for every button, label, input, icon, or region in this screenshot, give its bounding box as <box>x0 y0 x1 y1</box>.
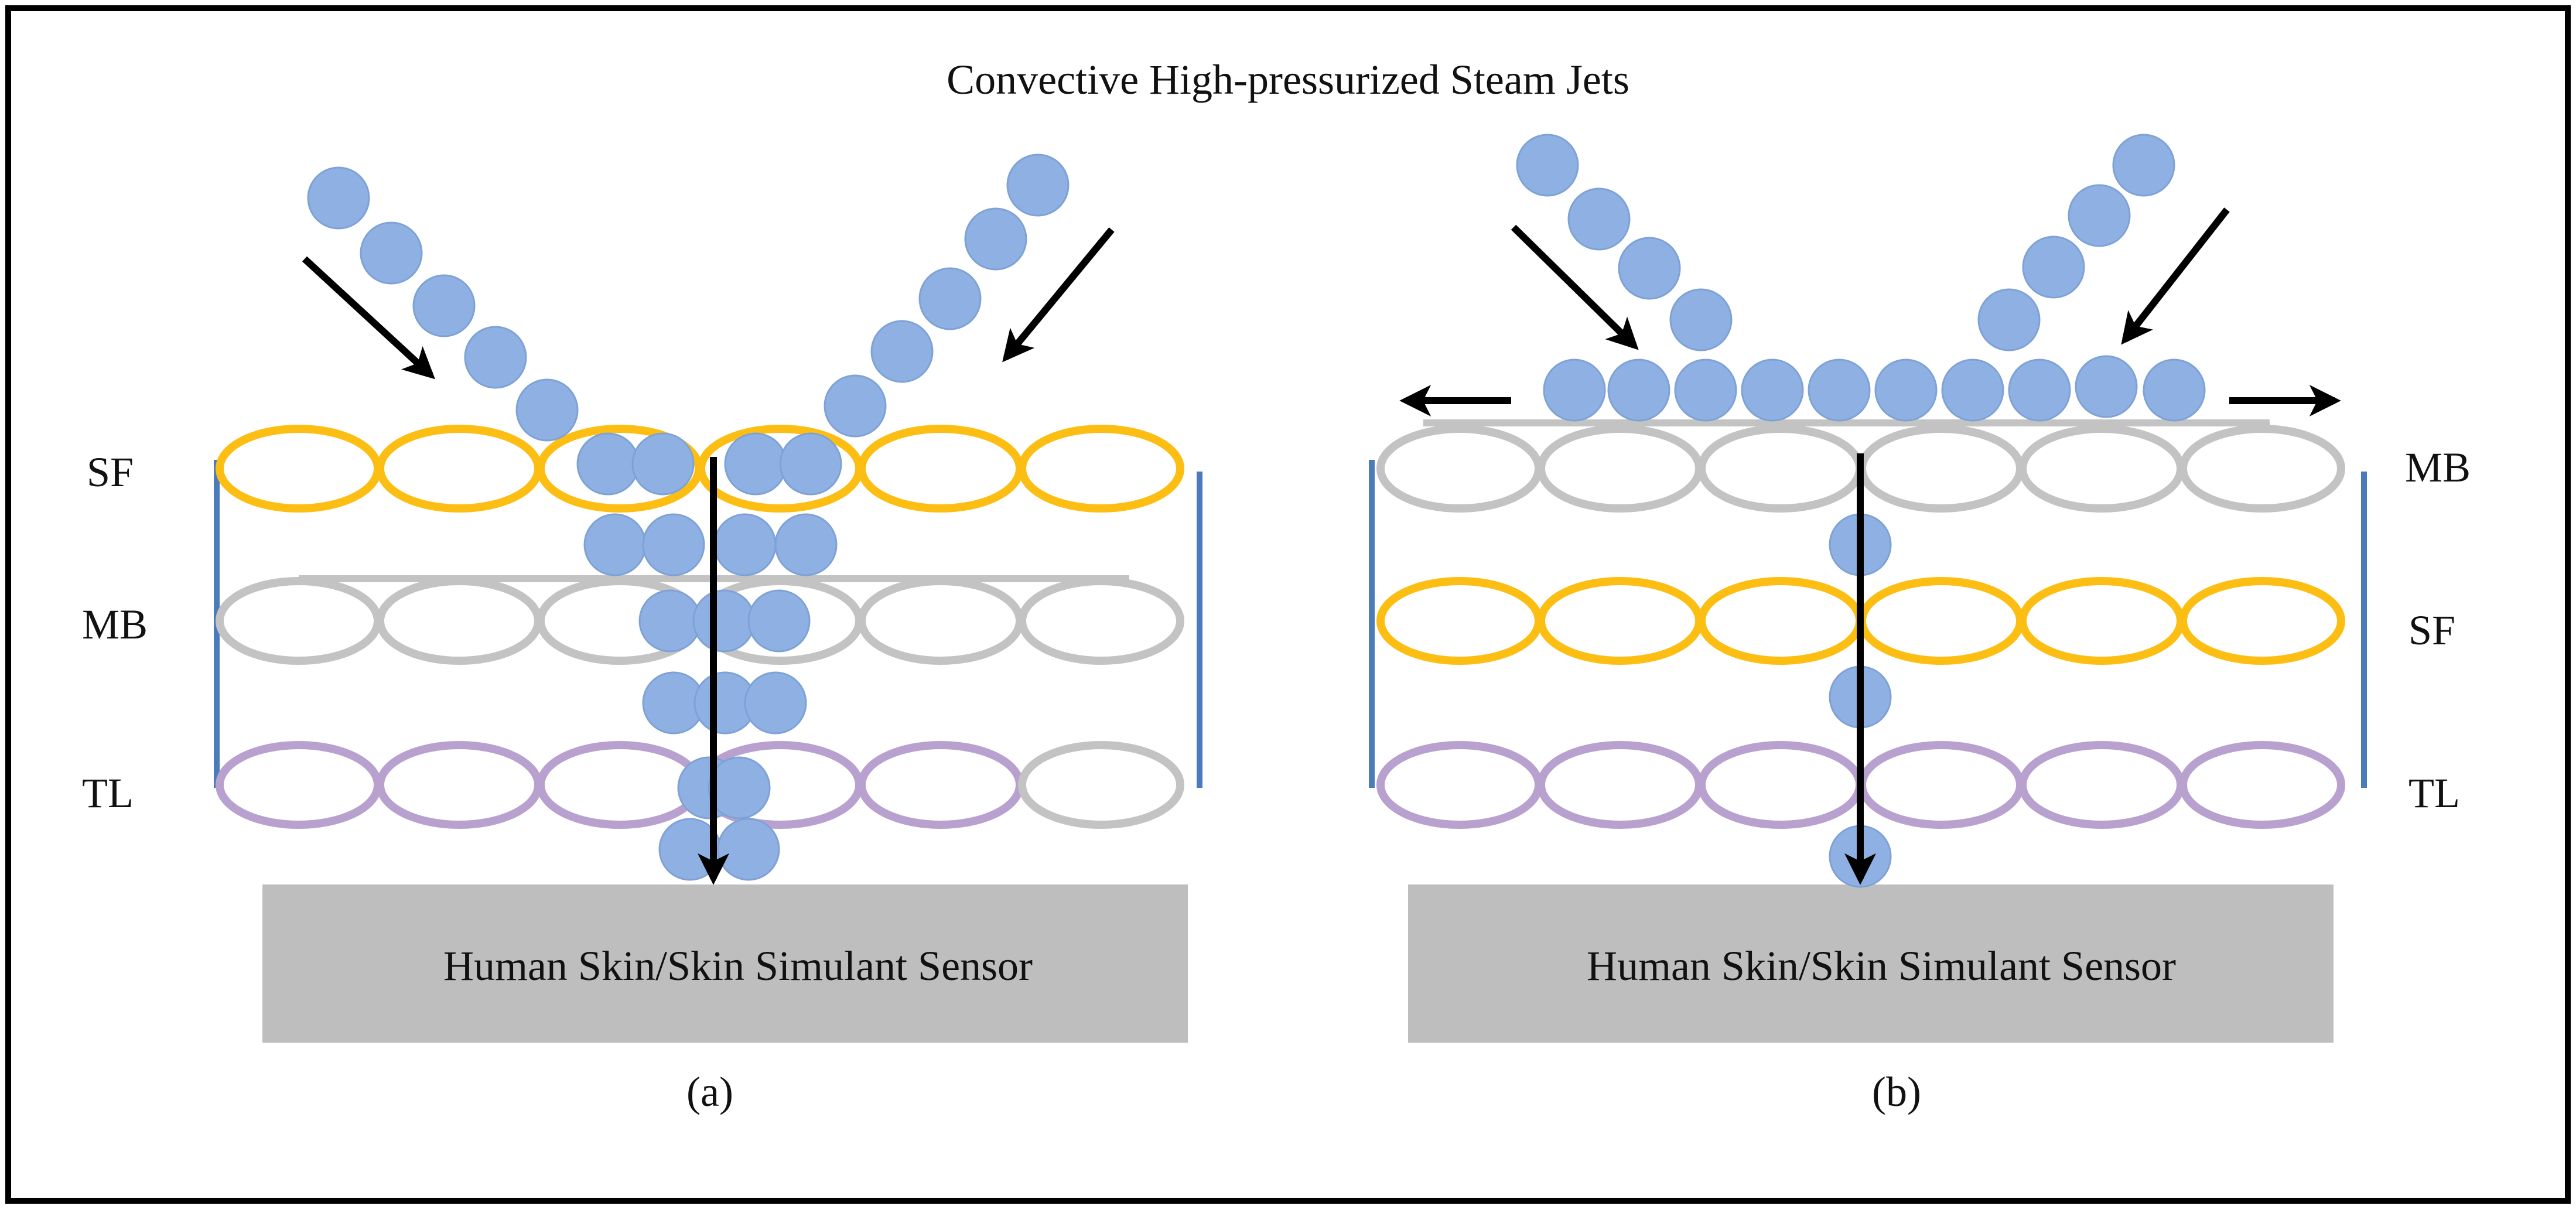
panel-a-steam-droplets <box>307 153 1070 881</box>
panel-b-layer-label-2: SF <box>2408 607 2455 654</box>
panel-b-jet-arrow-right <box>2121 207 2230 345</box>
panel-a-layer-label-1: SF <box>87 449 134 496</box>
panel-b-layer-label-1: MB <box>2405 444 2471 491</box>
panel-b: Human Skin/Skin Simulant Sensor <box>1369 134 2471 1115</box>
panel-a-sensor-label: Human Skin/Skin Simulant Sensor <box>443 942 1033 989</box>
panel-a-caption: (a) <box>686 1068 733 1115</box>
panel-a-layer-sf <box>216 425 1184 513</box>
panel-b-caption: (b) <box>1872 1068 1921 1115</box>
panel-a: Human Skin/Skin Simulant Sensor <box>82 153 1202 1115</box>
panel-b-jet-arrow-left <box>1511 224 1639 350</box>
panel-a-sensor <box>262 884 1188 1043</box>
panel-a-jet-arrow-left <box>302 256 435 380</box>
panel-a-layer-label-3: TL <box>82 770 134 817</box>
panel-b-sensor <box>1408 884 2334 1043</box>
figure-title: Convective High-pressurized Steam Jets <box>947 56 1629 103</box>
panel-b-steam-droplets <box>1516 134 2206 888</box>
panel-a-layer-label-2: MB <box>82 601 148 648</box>
panel-b-sensor-label: Human Skin/Skin Simulant Sensor <box>1587 942 2176 989</box>
panel-b-layer-label-3: TL <box>2408 770 2460 817</box>
panel-a-jet-arrow-right <box>1002 227 1115 363</box>
